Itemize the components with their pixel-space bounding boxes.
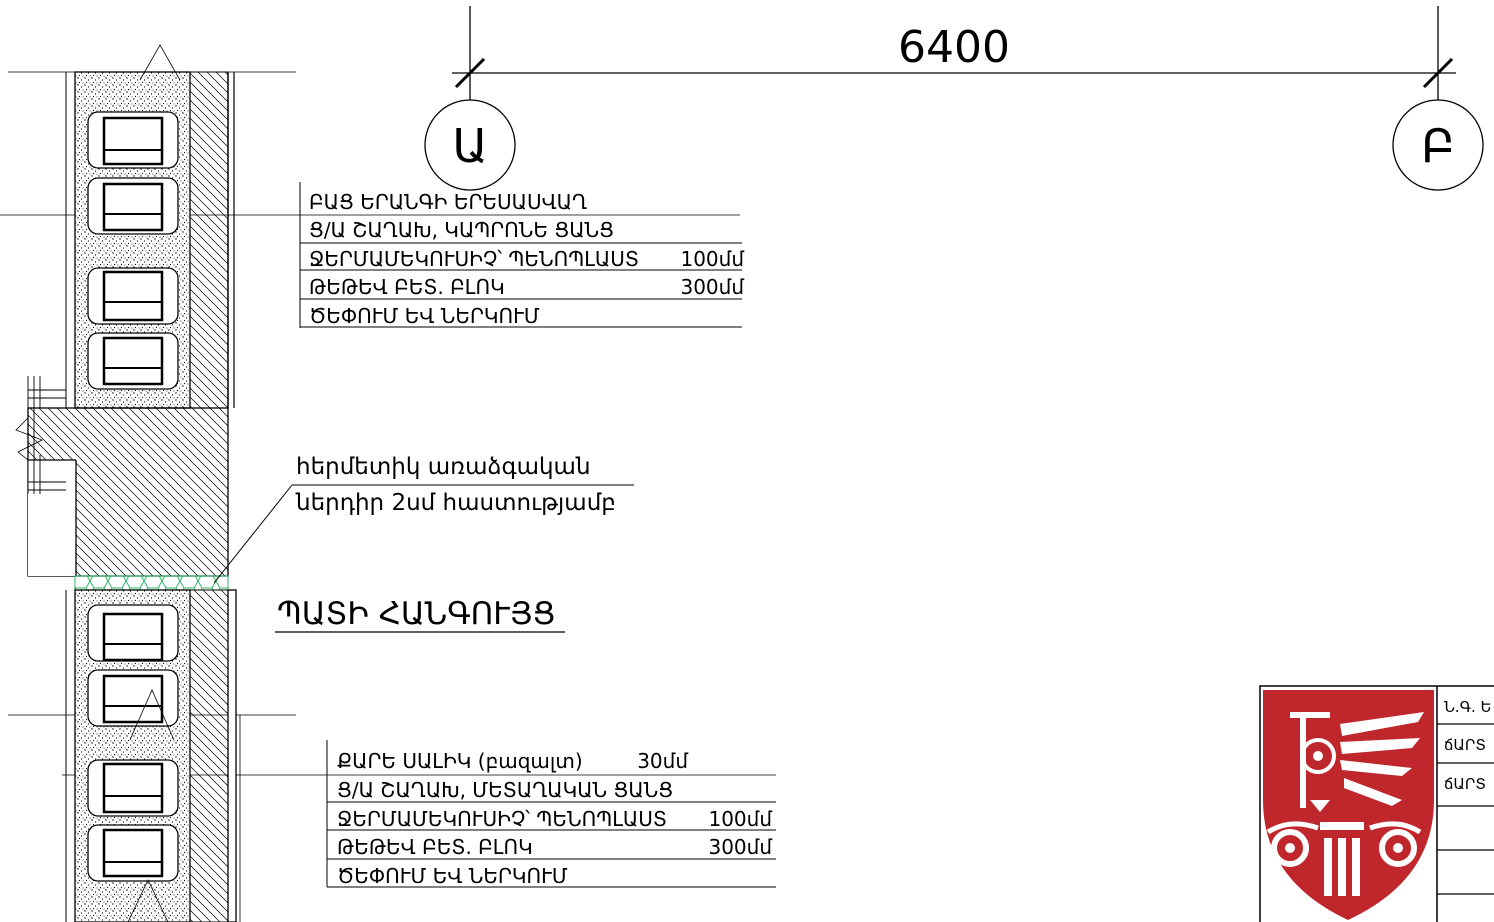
title-block-cell: ճԱՐՏ [1444,736,1486,754]
axis-label-right: Բ [1421,119,1455,173]
lower-layer-name: ՔԱՐԵ ՍԱԼԻԿ (բազալտ) [337,749,583,773]
title-block-cell: Ն.Գ. Ե [1444,698,1492,716]
lower-stone-cladding [227,589,237,922]
upper-layer-name: Ց/Ա ՇԱՂԱԽ, ԿԱՊՐՈՆԵ ՑԱՆՑ [309,218,614,242]
section-title-group: ՊԱՏԻ ՀԱՆԳՈՒՅՑ [275,596,565,633]
lower-layer-thickness: 100մմ [708,807,772,831]
axis-marker-right: Բ [1392,99,1484,191]
lower-layer-callout: ՔԱՐԵ ՍԱԼԻԿ (բազալտ) 30մմ Ց/Ա ՇԱՂԱԽ, ՄԵՏԱ… [326,740,776,888]
upper-insulation-layer [189,71,229,409]
title-block: Ն.Գ. Ե ճԱՐՏ ճԱՐՏ [1259,685,1494,922]
upper-layer-callout: ԲԱՑ ԵՐԱՆԳԻ ԵՐԵՍԱՍՎԱՂ Ց/Ա ՇԱՂԱԽ, ԿԱՊՐՈՆԵ … [299,182,744,328]
axis-label-left: Ա [452,119,487,173]
upper-layer-thickness: 300մմ [680,275,744,299]
upper-cavity-inner [102,116,164,386]
gasket-note-line1: հերմետիկ առաձգական [296,454,591,480]
lower-block-cavities [87,604,179,882]
lower-layer-name: ՋԵՐՄԱՄԵԿՈՒՍԻՉ՝ ՊԵՆՈՊԼԱՍՏ [337,807,667,831]
title-block-cell: ճԱՐՏ [1444,775,1486,793]
section-title: ՊԱՏԻ ՀԱՆԳՈՒՅՑ [277,596,556,632]
upper-layer-thickness: 100մմ [680,247,744,271]
lower-layer-name: ԾԵՓՈՒՄ ԵՎ ՆԵՐԿՈՒՄ [337,864,568,888]
wall-section [0,44,776,922]
dimension-value: 6400 [898,22,1010,73]
dimension-line-group: 6400 [452,6,1456,100]
axis-marker-left: Ա [424,99,516,191]
upper-layer-name: ԹԵԹԵՎ ԲԵՏ. ԲԼՈԿ [309,275,505,299]
upper-layer-name: ՋԵՐՄԱՄԵԿՈՒՍԻՉ՝ ՊԵՆՈՊԼԱՍՏ [309,247,639,271]
upper-layer-name: ԲԱՑ ԵՐԱՆԳԻ ԵՐԵՍԱՍՎԱՂ [309,190,587,214]
gasket-callout: հերմետիկ առաձգական ներդիր 2սմ հաստությամ… [213,454,634,584]
university-emblem-logo [1263,690,1434,920]
lower-layer-name: Ց/Ա ՇԱՂԱԽ, ՄԵՏԱՂԱԿԱՆ ՑԱՆՑ [337,778,673,802]
upper-layer-name: ԾԵՓՈՒՄ ԵՎ ՆԵՐԿՈՒՄ [309,304,540,328]
lower-insulation-layer [189,589,229,922]
gasket-note-line2: ներդիր 2սմ հաստությամբ [295,490,616,516]
elastic-gasket [74,575,229,591]
lower-layer-thickness: 30մմ [637,749,688,773]
lower-layer-name: ԹԵԹԵՎ ԲԵՏ. ԲԼՈԿ [337,835,533,859]
upper-block-cavities [87,111,179,390]
lower-layer-thickness: 300մմ [708,835,772,859]
